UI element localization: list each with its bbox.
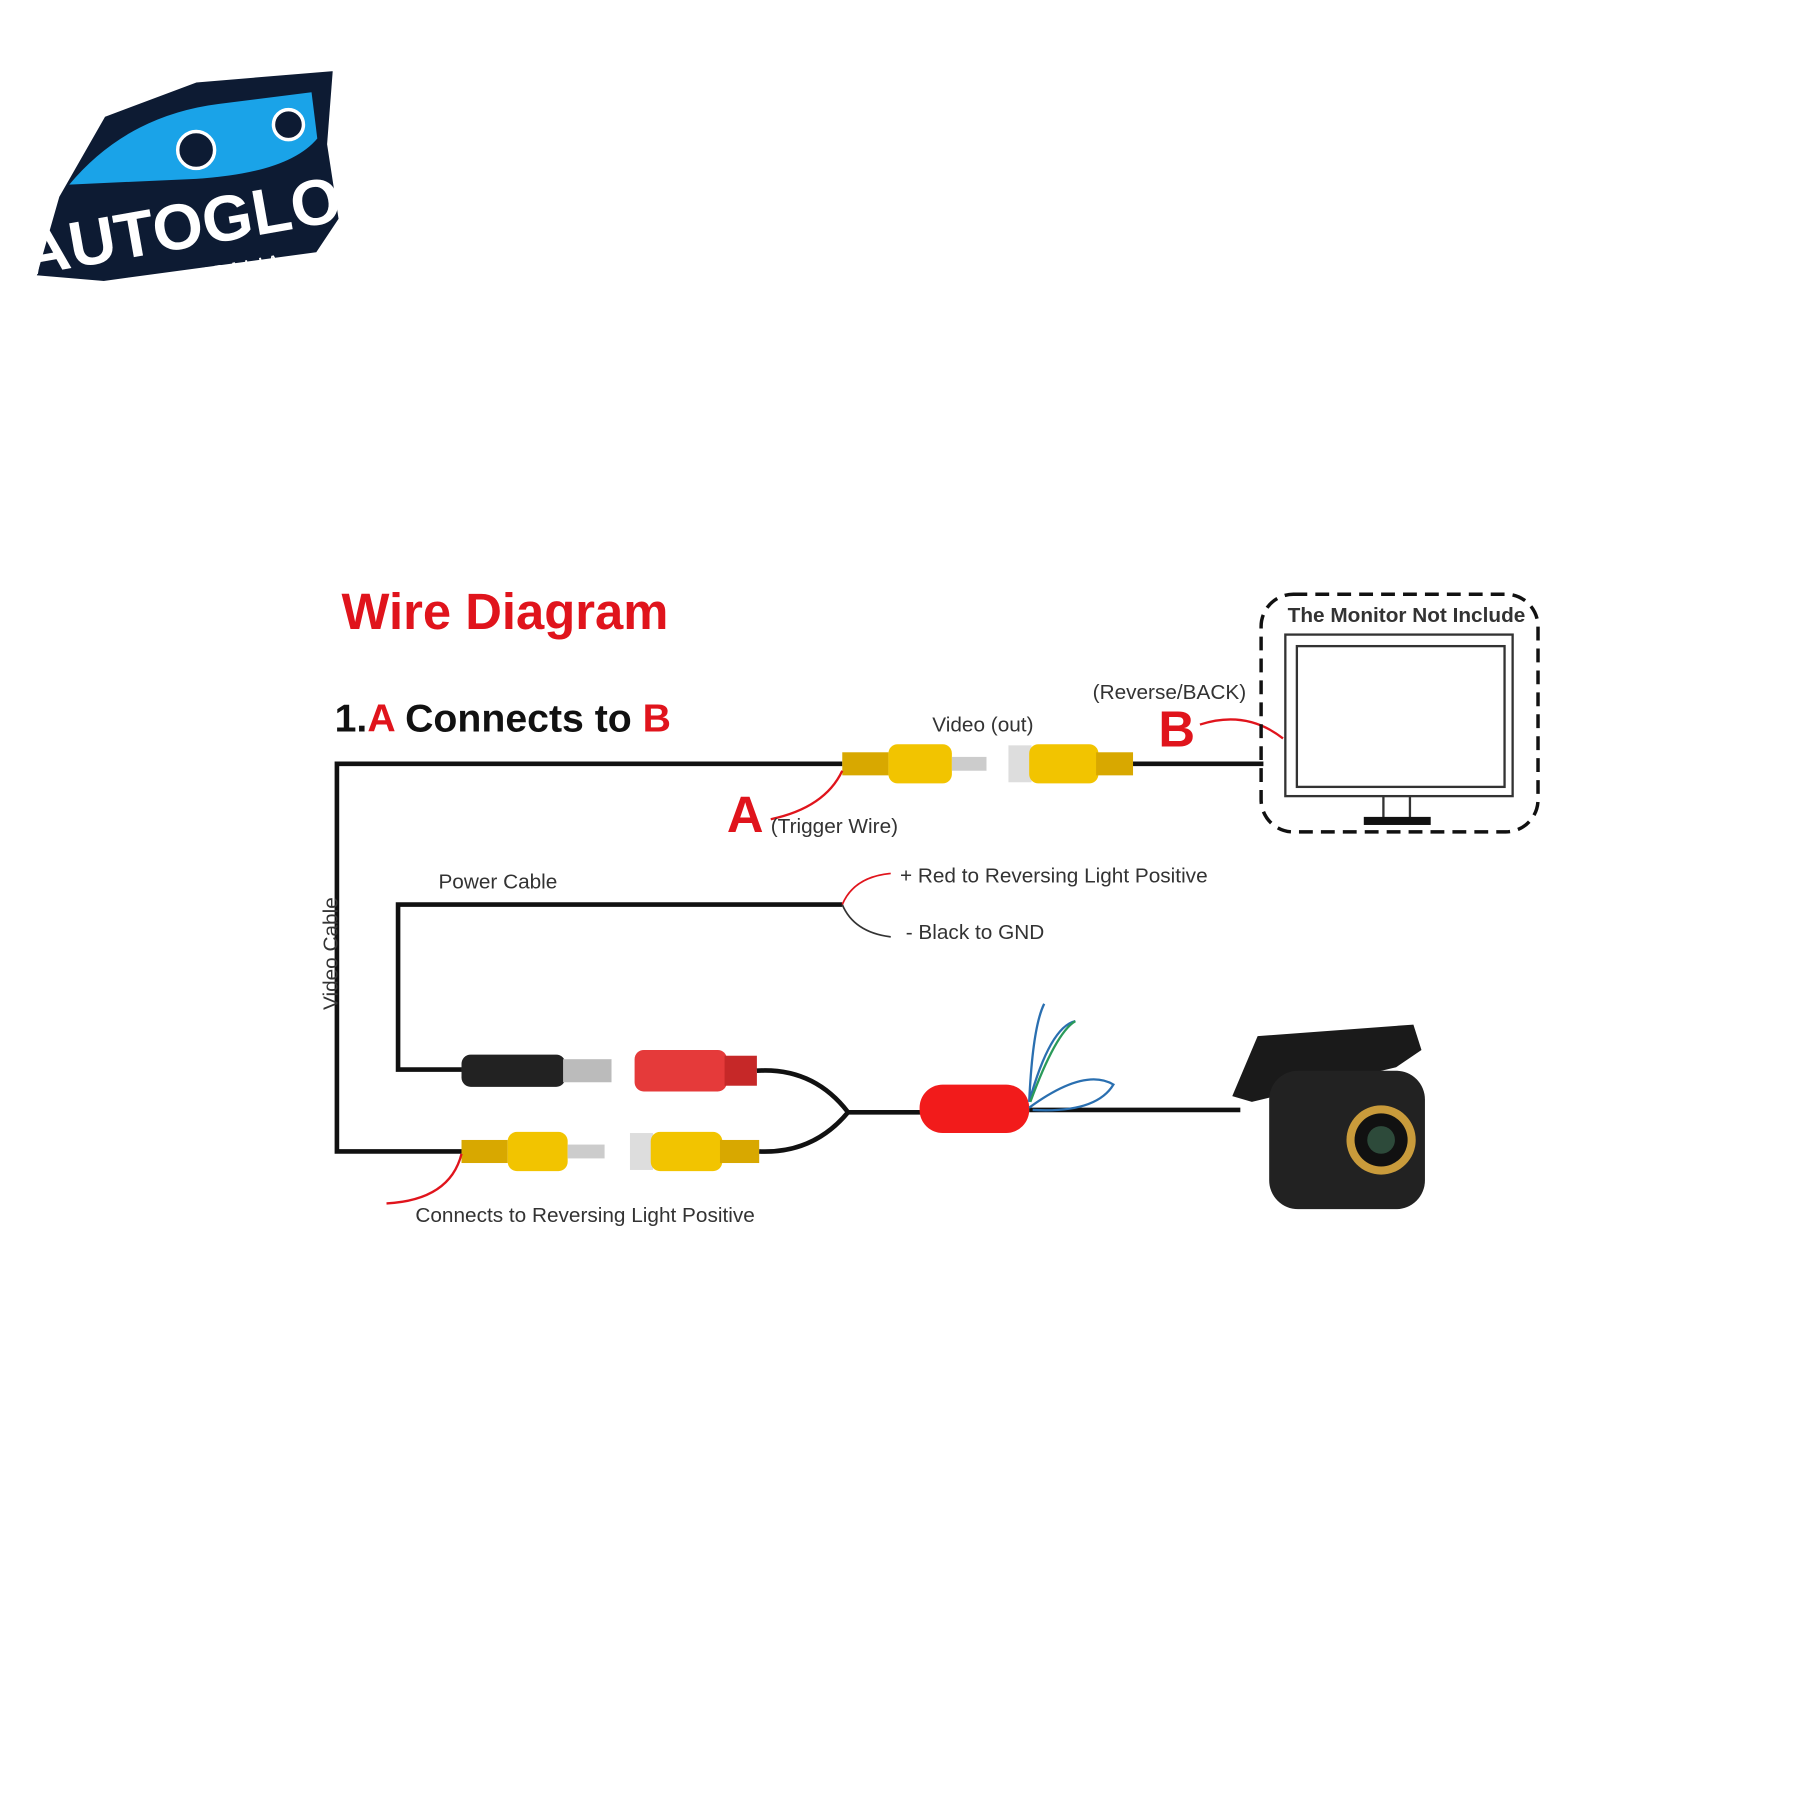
monitor-icon xyxy=(1284,633,1514,798)
backup-camera xyxy=(1232,1024,1425,1210)
dc-plug-black xyxy=(461,1054,612,1087)
autoglo-logo: AUTOGLO AUSTRALIA xyxy=(23,67,347,290)
cable-junction xyxy=(919,1084,1030,1134)
red-positive-label: + Red to Reversing Light Positive xyxy=(899,864,1208,888)
power-cable-label: Power Cable xyxy=(438,869,558,894)
power-cable-line xyxy=(395,902,843,1072)
trigger-wire-label: (Trigger Wire) xyxy=(770,814,899,838)
video-out-label: Video (out) xyxy=(932,713,1034,737)
a-marker: A xyxy=(726,786,764,844)
reverse-back-label: (Reverse/BACK) xyxy=(1092,680,1247,704)
rca-female-bottom xyxy=(629,1131,760,1172)
b-marker: B xyxy=(1158,701,1196,759)
reversing-light-label: Connects to Reversing Light Positive xyxy=(415,1203,755,1227)
monitor-note: The Monitor Not Include xyxy=(1287,603,1526,627)
dc-socket-red xyxy=(634,1049,757,1092)
diagram-title: Wire Diagram xyxy=(341,583,669,641)
black-gnd-label: - Black to GND xyxy=(905,920,1045,944)
rca-female-top xyxy=(1008,744,1134,784)
monitor-dashed-box xyxy=(1259,592,1540,834)
rca-male-top xyxy=(842,744,987,784)
step-prefix: 1. xyxy=(334,696,368,741)
video-cable-label: Video Cable xyxy=(319,897,343,1011)
step-a: A xyxy=(367,696,395,741)
step-heading: 1.A Connects to B xyxy=(335,697,671,742)
step-middle: Connects to xyxy=(394,696,643,741)
step-b: B xyxy=(642,696,672,741)
rca-male-bottom xyxy=(461,1131,605,1172)
video-cable-line xyxy=(334,761,843,1154)
